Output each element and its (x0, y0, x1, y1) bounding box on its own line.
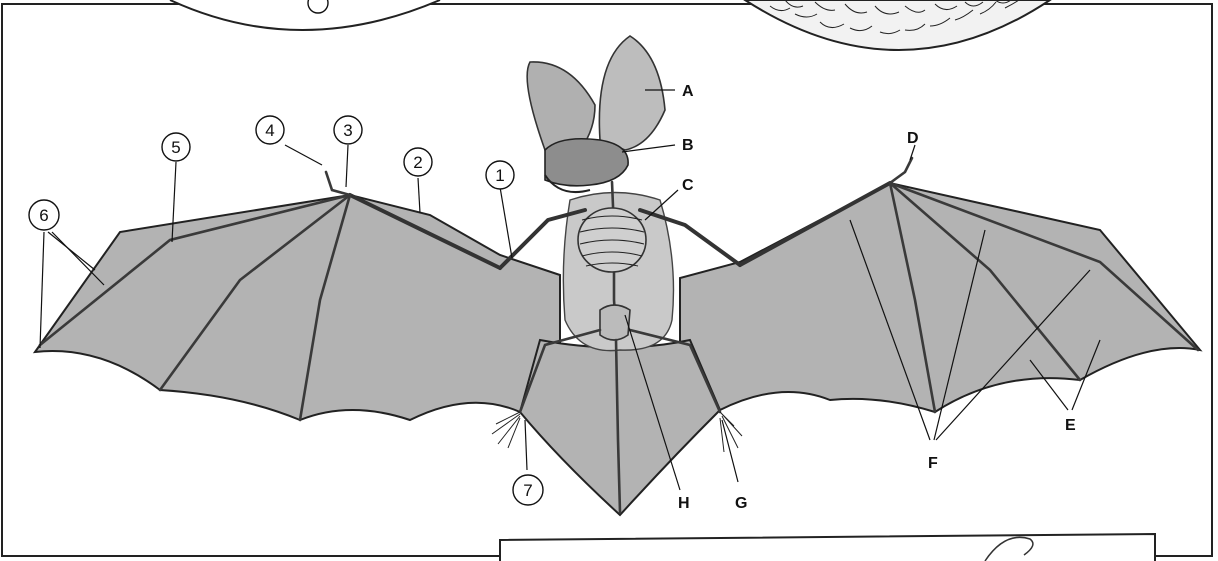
label-5: 5 (162, 133, 190, 161)
label-6: 6 (29, 200, 59, 230)
label-g: G (735, 495, 747, 512)
pelvis (600, 305, 630, 340)
ribcage (578, 208, 646, 272)
label-a: A (682, 83, 694, 100)
svg-text:1: 1 (495, 166, 504, 185)
label-3: 3 (334, 116, 362, 144)
label-e: E (1065, 417, 1076, 434)
svg-text:7: 7 (523, 481, 532, 500)
skull (545, 139, 628, 186)
svg-text:3: 3 (343, 121, 352, 140)
svg-text:4: 4 (265, 121, 274, 140)
label-h: H (678, 495, 690, 512)
svg-text:6: 6 (39, 206, 48, 225)
label-c: C (682, 177, 694, 194)
label-1: 1 (486, 161, 514, 189)
label-d: D (907, 130, 919, 147)
label-b: B (682, 137, 694, 154)
label-f: F (928, 455, 938, 472)
label-2: 2 (404, 148, 432, 176)
svg-text:5: 5 (171, 138, 180, 157)
label-4: 4 (256, 116, 284, 144)
svg-text:2: 2 (413, 153, 422, 172)
label-7: 7 (513, 475, 543, 505)
